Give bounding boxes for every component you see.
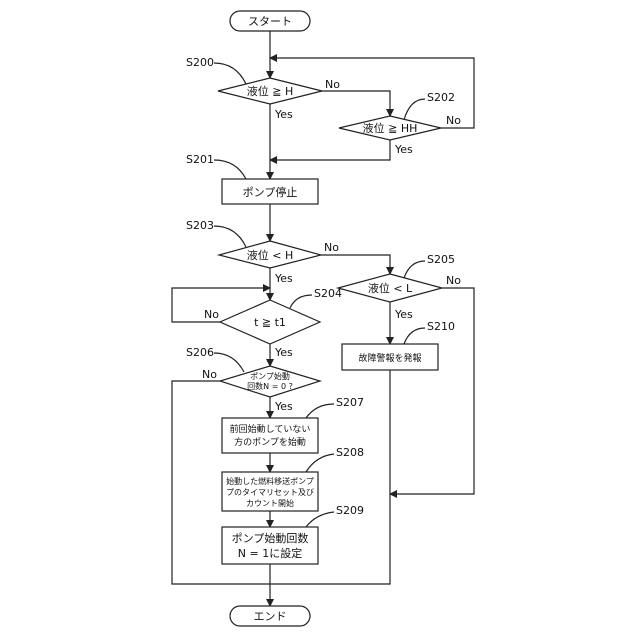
branch-s206-no: No xyxy=(202,368,217,381)
process-s210-label: 故障警報を発報 xyxy=(358,352,421,364)
leader-s204 xyxy=(290,295,312,308)
leader-s206 xyxy=(214,353,244,372)
step-label-s210: S210 xyxy=(427,320,455,333)
leader-s209 xyxy=(306,512,334,527)
process-s209-label-1: ポンプ始動回数 xyxy=(232,531,309,545)
decision-s206-label-1: ポンプ始動 xyxy=(250,371,290,381)
end-label: エンド xyxy=(254,610,287,623)
step-label-s200: S200 xyxy=(186,56,214,69)
leader-s210 xyxy=(404,328,425,344)
process-s208-label-2: プのタイマリセット及び xyxy=(226,488,314,497)
step-label-s201: S201 xyxy=(186,153,214,166)
edge-s203-no xyxy=(321,255,390,274)
branch-s203-no: No xyxy=(324,241,339,254)
leader-s202 xyxy=(404,99,425,120)
leader-s208 xyxy=(306,454,334,472)
leader-s200 xyxy=(214,63,246,84)
step-label-s202: S202 xyxy=(427,91,455,104)
branch-s205-no: No xyxy=(446,274,461,287)
step-label-s204: S204 xyxy=(314,287,342,300)
process-s209-label-2: N = 1に設定 xyxy=(238,546,302,560)
step-label-s207: S207 xyxy=(336,396,364,409)
decision-s204-label: t ≧ t1 xyxy=(254,316,286,329)
decision-s200-label: 液位 ≧ H xyxy=(247,84,293,98)
branch-s202-no: No xyxy=(446,114,461,127)
decision-s202-label: 液位 ≧ HH xyxy=(363,121,418,135)
leader-s203 xyxy=(214,226,246,247)
step-label-s205: S205 xyxy=(427,253,455,266)
process-s208-label-3: カウント開始 xyxy=(246,498,294,508)
decision-s203-label: 液位 < H xyxy=(247,248,293,262)
decision-s206-label-2: 回数N = 0 ? xyxy=(247,381,293,391)
branch-s204-yes: Yes xyxy=(274,346,293,359)
step-label-s209: S209 xyxy=(336,504,364,517)
leader-s207 xyxy=(306,404,334,418)
step-label-s206: S206 xyxy=(186,346,214,359)
process-s201-label: ポンプ停止 xyxy=(243,185,298,199)
branch-s206-yes: Yes xyxy=(274,400,293,413)
start-label: スタート xyxy=(248,15,292,28)
branch-s200-no: No xyxy=(325,78,340,91)
branch-s200-yes: Yes xyxy=(274,108,293,121)
edge-s202-yes xyxy=(270,140,390,160)
leader-s205 xyxy=(404,261,425,278)
process-s207-label-2: 方のポンプを始動 xyxy=(234,436,306,448)
process-s208-label-1: 始動した燃料移送ポンプ xyxy=(226,476,314,486)
process-s207-label-1: 前回始動していない xyxy=(230,423,311,435)
step-label-s208: S208 xyxy=(336,446,364,459)
branch-s205-yes: Yes xyxy=(394,308,413,321)
decision-s205-label: 液位 < L xyxy=(368,281,413,295)
branch-s202-yes: Yes xyxy=(394,143,413,156)
edge-s200-no xyxy=(322,91,390,116)
leader-s201 xyxy=(214,160,246,179)
step-label-s203: S203 xyxy=(186,219,214,232)
branch-s204-no: No xyxy=(204,308,219,321)
branch-s203-yes: Yes xyxy=(274,272,293,285)
